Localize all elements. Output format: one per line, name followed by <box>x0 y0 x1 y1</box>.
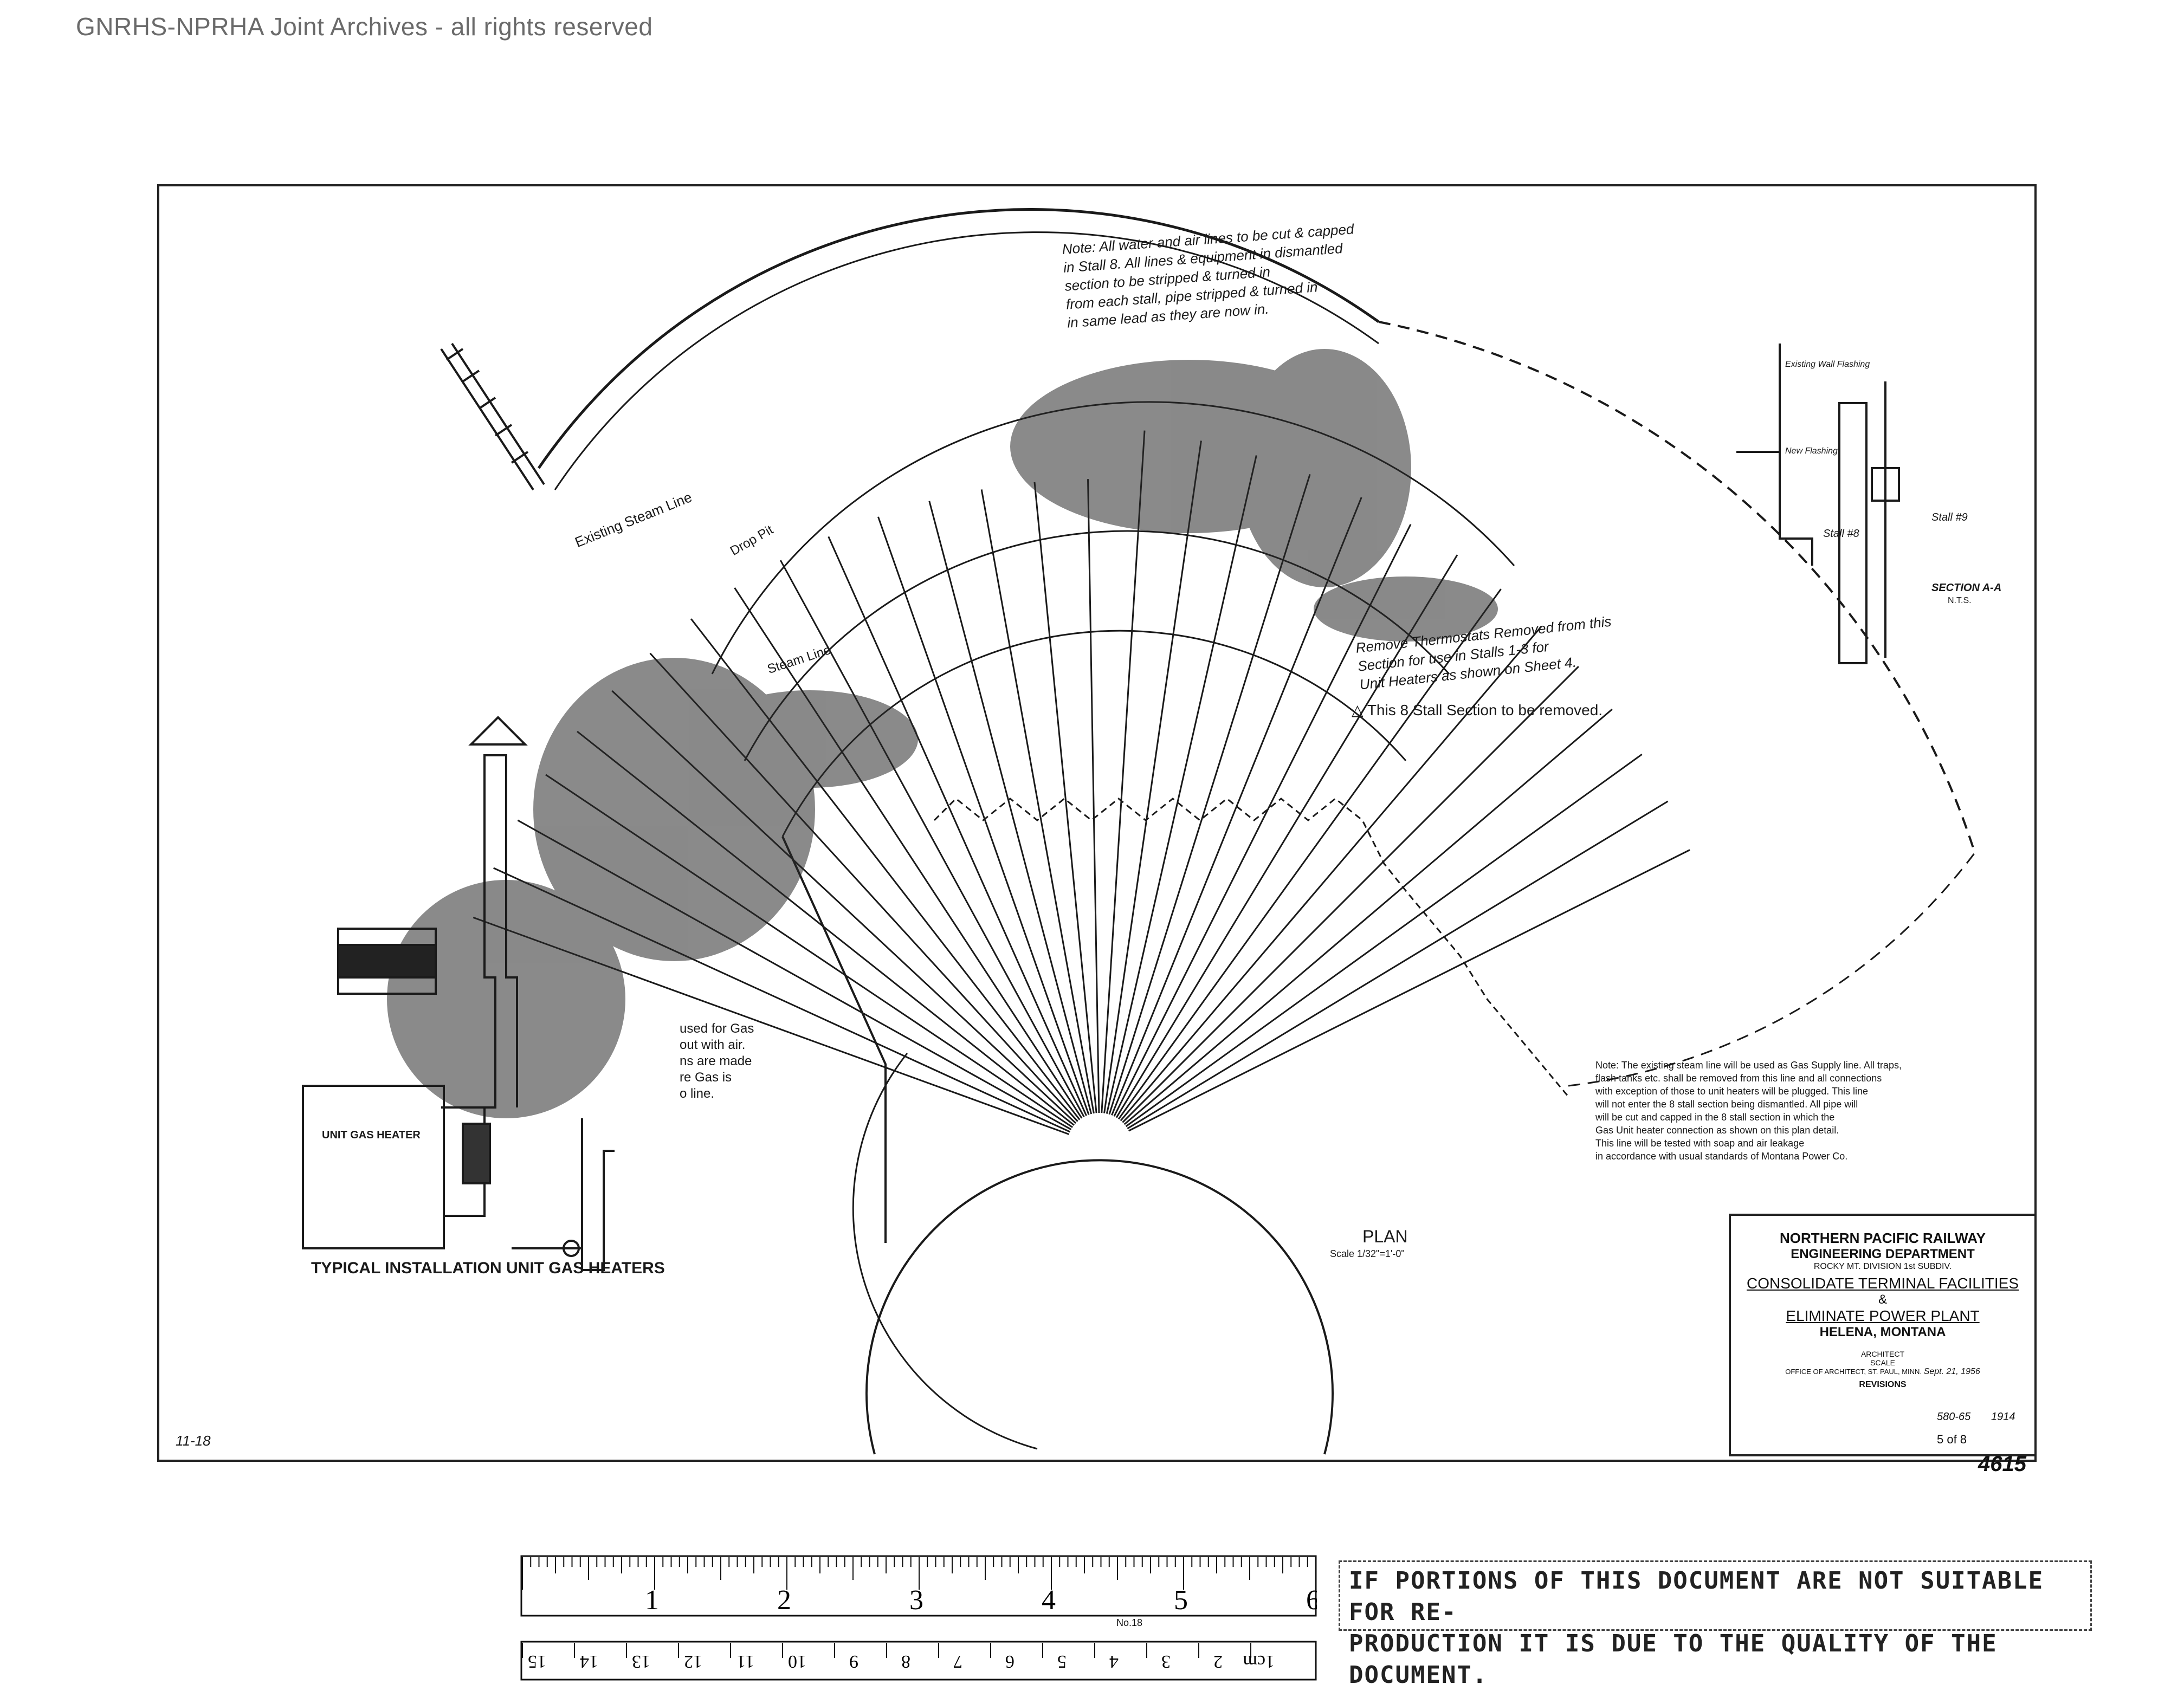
ruler-cm-label: 2 <box>1213 1651 1223 1671</box>
flue-pipe <box>441 754 518 1109</box>
track-line <box>1120 626 1542 1122</box>
ruler-cm-label: 14 <box>580 1651 598 1671</box>
division-name: ROCKY MT. DIVISION 1st SUBDIV. <box>1813 1262 1952 1271</box>
ruler-cm-label: 15 <box>528 1651 546 1671</box>
track-line <box>1127 800 1669 1130</box>
unit-gas-heater <box>302 1085 445 1249</box>
track-line <box>734 587 1083 1119</box>
ruler-cm-label: 7 <box>953 1651 962 1671</box>
project-scope: ELIMINATE POWER PLANT <box>1786 1307 1980 1324</box>
typical-installation-label: TYPICAL INSTALLATION UNIT GAS HEATERS <box>311 1259 665 1277</box>
track-line <box>1106 455 1257 1114</box>
track-line <box>1122 666 1579 1123</box>
section-removal-note: △ This 8 Stall Section to be removed. <box>1352 702 1603 718</box>
ruler-cm-label: 8 <box>901 1651 910 1671</box>
track-line <box>779 560 1085 1118</box>
track-line <box>1101 430 1146 1113</box>
track-line <box>828 536 1087 1116</box>
title-block: NORTHERN PACIFIC RAILWAY ENGINEERING DEP… <box>1729 1214 2037 1456</box>
office-line: OFFICE OF ARCHITECT, ST. PAUL, MINN. Sep… <box>1785 1367 1980 1376</box>
quality-disclaimer-stamp: IF PORTIONS OF THIS DOCUMENT ARE NOT SUI… <box>1339 1560 2092 1689</box>
revisions-label: REVISIONS <box>1859 1380 1907 1389</box>
stall-9-label: Stall #9 <box>1931 511 1968 523</box>
project-name: CONSOLIDATE TERMINAL FACILITIES <box>1746 1275 2019 1292</box>
railway-name: NORTHERN PACIFIC RAILWAY <box>1780 1230 1986 1246</box>
unit-heater-label: UNIT GAS HEATER <box>322 1129 421 1141</box>
new-flashing-label: New Flashing <box>1785 446 1838 456</box>
ruler-model: No.18 <box>1116 1617 1143 1628</box>
sheet-number: 5 of 8 <box>1937 1433 1967 1446</box>
existing-wall-label: Existing Wall Flashing <box>1785 360 1870 369</box>
stall-8-label: Stall #8 <box>1823 528 1859 540</box>
corner-mark: 11-18 <box>176 1433 211 1449</box>
ruler-inch-label: 5 <box>1174 1585 1188 1616</box>
plan-title: PLAN <box>1362 1227 1408 1246</box>
plan-scale: Scale 1/32"=1'-0" <box>1330 1248 1405 1259</box>
track-line <box>1123 708 1613 1125</box>
watermark: GNRHS-NPRHA Joint Archives - all rights … <box>76 12 653 41</box>
ruler-inch-label: 4 <box>1042 1585 1056 1616</box>
removed-section-outline <box>1378 321 1976 853</box>
ruler-inch-label: 3 <box>909 1585 923 1616</box>
track-line <box>1108 474 1311 1115</box>
track-line <box>1115 554 1458 1118</box>
project-amp: & <box>1878 1292 1887 1307</box>
drawing-number: 4615 <box>1978 1452 2026 1476</box>
track-line <box>1087 479 1100 1113</box>
section-title: SECTION A-A <box>1931 582 2002 594</box>
track-line <box>1103 440 1202 1113</box>
ruler-inch-label: 6 <box>1306 1585 1317 1616</box>
track-line <box>980 489 1095 1114</box>
section-scale: N.T.S. <box>1948 596 1972 605</box>
gas-pipe <box>581 1118 615 1271</box>
ruler-inch-label: 2 <box>777 1585 791 1616</box>
afe-number: 580-65 <box>1937 1411 1971 1423</box>
ruler-cm-label: 3 <box>1161 1651 1171 1671</box>
ruler-cm-label: 13 <box>632 1651 650 1671</box>
gas-supply-note: Note: The existing steam line will be us… <box>1595 1060 1902 1162</box>
ruler-cm-label: 6 <box>1005 1651 1015 1671</box>
drawing-date: Sept. 21, 1956 <box>1923 1367 1980 1376</box>
project-location: HELENA, MONTANA <box>1819 1325 1946 1339</box>
ruler-cm-label: 1cm <box>1243 1651 1275 1671</box>
department-name: ENGINEERING DEPARTMENT <box>1791 1247 1975 1261</box>
ruler-inch-label: 1 <box>645 1585 659 1616</box>
ruler-cm-label: 9 <box>849 1651 858 1671</box>
ruler-cm-label: 10 <box>788 1651 806 1671</box>
scale-label: SCALE <box>1870 1358 1895 1367</box>
roundhouse-outer-wall <box>537 208 1380 469</box>
architect-label: ARCHITECT <box>1860 1350 1905 1358</box>
gas-line-note: used for Gas out with air. ns are made r… <box>680 1021 754 1101</box>
roundhouse-plan-drawing <box>302 208 1976 1455</box>
track-line <box>877 516 1090 1115</box>
ruler-cm-label: 12 <box>684 1651 702 1671</box>
ruler-cm-label: 4 <box>1109 1651 1119 1671</box>
track-line <box>1128 849 1690 1132</box>
warning-triangle-icon: △ <box>1352 702 1364 718</box>
track-line <box>1117 588 1502 1120</box>
job-number: 1914 <box>1991 1411 2015 1423</box>
track-line <box>928 501 1093 1115</box>
track-line <box>1033 482 1097 1113</box>
ruler-cm-label: 5 <box>1057 1651 1067 1671</box>
turntable-pit <box>865 1159 1334 1455</box>
drawing-sheet: Existing Steam Line Drop Pit Steam Line … <box>157 184 2037 1462</box>
track-line <box>1125 753 1643 1128</box>
ruler-cm-label: 11 <box>736 1651 754 1671</box>
